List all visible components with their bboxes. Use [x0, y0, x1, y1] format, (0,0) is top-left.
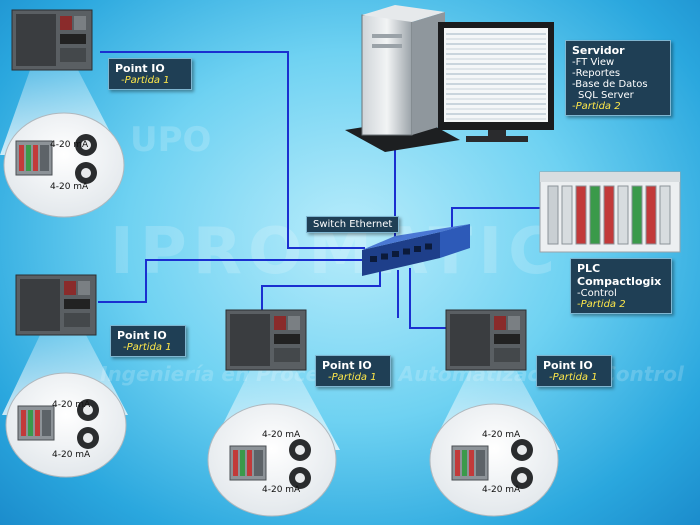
- switch-label-text: Switch Ethernet: [313, 219, 393, 230]
- plc-module: [631, 185, 643, 245]
- switch-label: Switch Ethernet: [306, 216, 400, 233]
- point-io-title: Point IO: [117, 329, 167, 342]
- signal-label: 4-20 mA: [52, 400, 91, 410]
- point-io-partida: -Partida 1: [549, 372, 598, 383]
- plc-item: -Control: [577, 288, 617, 299]
- switch-port: [425, 243, 432, 250]
- plc-module: [659, 185, 671, 245]
- point-io-2-label: Point IO -Partida 1: [110, 325, 186, 357]
- point-io-2-enclosure: [2, 274, 128, 478]
- plc-module: [575, 185, 587, 245]
- signal-label: 4-20 mA: [262, 485, 301, 495]
- point-io-3-label: Point IO -Partida 1: [315, 355, 391, 387]
- server-item: -Reportes: [572, 68, 621, 79]
- plc-module: [617, 185, 629, 245]
- server-title: Servidor: [572, 44, 625, 57]
- point-io-4-label: Point IO -Partida 1: [536, 355, 612, 387]
- server-item: -Base de Datos: [572, 79, 648, 90]
- point-io-partida: -Partida 1: [123, 342, 172, 353]
- point-io-title: Point IO: [543, 359, 593, 372]
- point-io-4-enclosure: [429, 309, 560, 517]
- point-io-1-label: Point IO -Partida 1: [108, 58, 192, 90]
- plc-title: PLC Compactlogix: [577, 262, 662, 288]
- plc-module: [603, 185, 615, 245]
- switch-port: [381, 253, 388, 260]
- plc-label: PLC Compactlogix -Control -Partida 2: [570, 258, 672, 314]
- watermark-group: UPO: [130, 120, 212, 160]
- point-io-partida: -Partida 1: [328, 372, 377, 383]
- point-io-partida: -Partida 1: [121, 75, 170, 86]
- ethernet-switch: [362, 224, 470, 276]
- plc-module: [561, 185, 573, 245]
- server-partida: -Partida 2: [572, 101, 621, 112]
- server-item: -FT View: [572, 57, 615, 68]
- signal-label: 4-20 mA: [52, 450, 91, 460]
- server-computer: [345, 5, 554, 152]
- network-link-5: [261, 266, 381, 316]
- server-label: Servidor -FT View -Reportes -Base de Dat…: [565, 40, 671, 116]
- plc-module: [589, 185, 601, 245]
- signal-label: 4-20 mA: [50, 140, 89, 150]
- plc-module: [547, 185, 559, 245]
- server-item: SQL Server: [578, 90, 634, 101]
- plc-compactlogix: [539, 171, 681, 253]
- point-io-title: Point IO: [322, 359, 372, 372]
- signal-label: 4-20 mA: [50, 182, 89, 192]
- signal-label: 4-20 mA: [262, 430, 301, 440]
- signal-label: 4-20 mA: [482, 485, 521, 495]
- switch-port: [414, 246, 421, 252]
- switch-port: [403, 248, 410, 255]
- point-io-title: Point IO: [115, 62, 165, 75]
- signal-label: 4-20 mA: [482, 430, 521, 440]
- point-io-3-enclosure: [207, 309, 340, 517]
- point-io-1-enclosure: [0, 9, 125, 218]
- network-link-4: [98, 259, 370, 303]
- network-link-1: [100, 51, 365, 249]
- plc-partida: -Partida 2: [577, 299, 626, 310]
- plc-module: [645, 185, 657, 245]
- switch-port: [392, 251, 399, 257]
- switch-port: [370, 256, 377, 262]
